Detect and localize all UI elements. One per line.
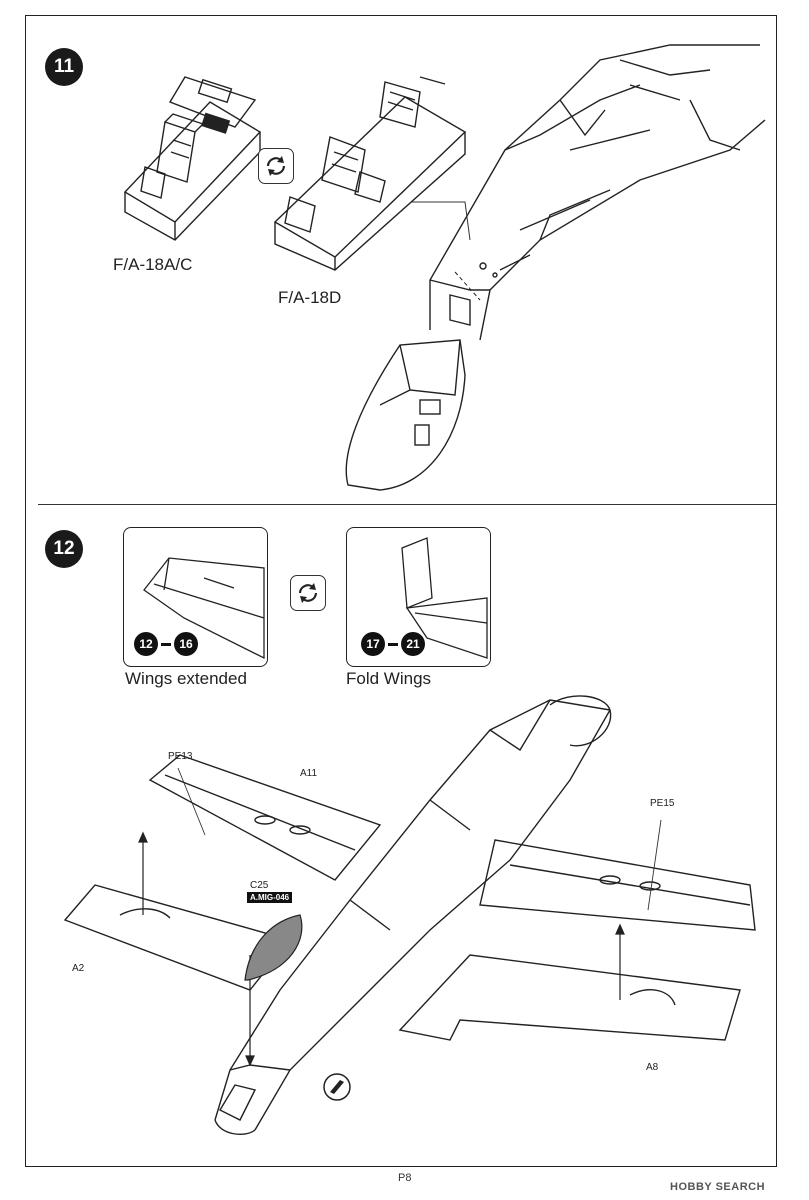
part-label-a2: A2 <box>72 963 85 974</box>
range-dash <box>388 642 398 646</box>
wings-extended-label: Wings extended <box>125 669 247 688</box>
nose-cone-illustration <box>345 339 466 491</box>
part-label-c25: C25 <box>250 880 269 891</box>
range-dash <box>161 642 171 646</box>
range-end-badge: 16 <box>174 632 198 656</box>
variant-label-fa18d: F/A-18D <box>278 288 342 307</box>
wings-extended-step-range: 12 16 <box>134 632 198 656</box>
part-label-a11: A11 <box>300 768 318 779</box>
assembly-guide-line <box>412 201 471 241</box>
decal-marker-icon <box>323 1073 351 1101</box>
alternative-swap-icon <box>290 575 326 611</box>
step-divider <box>38 504 777 505</box>
fold-wings-label: Fold Wings <box>346 669 432 688</box>
cockpit-tub-twin-illustration <box>273 76 467 271</box>
alternative-swap-icon <box>258 148 294 184</box>
page-frame <box>25 15 777 1167</box>
variant-label-fa18ac: F/A-18A/C <box>113 255 193 274</box>
wings-extended-option-inset: 12 16 <box>123 527 268 667</box>
part-label-pe15: PE15 <box>650 798 675 809</box>
watermark: HOBBY SEARCH <box>670 1181 766 1193</box>
range-start-badge: 17 <box>361 632 385 656</box>
page-number: P8 <box>398 1172 412 1184</box>
part-label-a8: A8 <box>646 1062 659 1073</box>
fold-wings-option-inset: 17 21 <box>346 527 491 667</box>
step-11-badge: 11 <box>45 48 83 86</box>
part-label-pe13: PE13 <box>168 751 193 762</box>
airframe-assembly-illustration <box>63 695 756 1136</box>
cockpit-tub-single-illustration <box>123 76 262 241</box>
fold-wings-step-range: 17 21 <box>361 632 425 656</box>
range-start-badge: 12 <box>134 632 158 656</box>
paint-code-tag: A.MIG-046 <box>247 892 293 903</box>
range-end-badge: 21 <box>401 632 425 656</box>
step-12-badge: 12 <box>45 530 83 568</box>
forward-fuselage-illustration <box>429 44 766 340</box>
